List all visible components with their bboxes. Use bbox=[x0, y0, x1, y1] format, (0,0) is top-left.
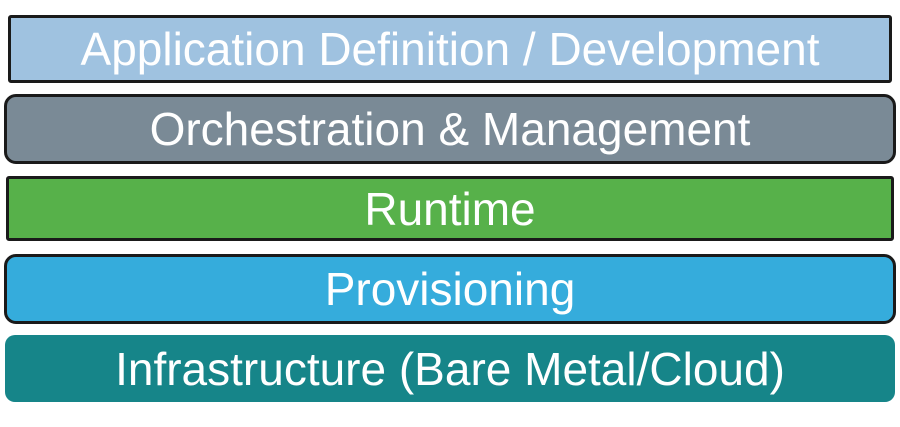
layer-application-definition: Application Definition / Development bbox=[8, 15, 892, 83]
layer-label: Application Definition / Development bbox=[80, 23, 820, 75]
layer-provisioning: Provisioning bbox=[4, 254, 896, 324]
layer-label: Infrastructure (Bare Metal/Cloud) bbox=[115, 342, 785, 395]
layer-orchestration-management: Orchestration & Management bbox=[4, 94, 896, 164]
layer-label: Runtime bbox=[364, 182, 536, 235]
layer-label: Provisioning bbox=[324, 263, 576, 315]
layer-label: Orchestration & Management bbox=[149, 103, 751, 155]
layer-infrastructure: Infrastructure (Bare Metal/Cloud) bbox=[5, 335, 895, 402]
layer-runtime: Runtime bbox=[6, 176, 894, 241]
